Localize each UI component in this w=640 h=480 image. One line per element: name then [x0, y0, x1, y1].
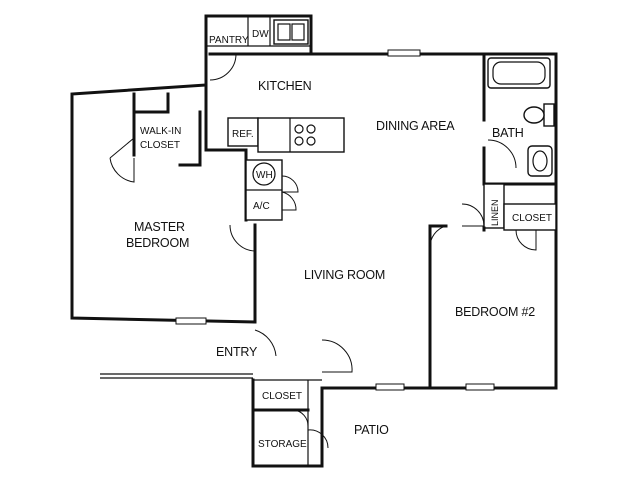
windows [175, 49, 495, 391]
label-refrigerator: REF. [232, 129, 254, 140]
label-closet-bedroom2: CLOSET [512, 213, 552, 224]
label-master-bedroom-1: MASTER [134, 220, 185, 234]
label-linen: LINEN [490, 199, 500, 226]
label-dishwasher: DW [252, 29, 269, 40]
door-swings [109, 53, 537, 449]
toilet-icon [523, 103, 555, 127]
label-storage: STORAGE [258, 439, 307, 450]
bathtub-icon [487, 57, 551, 89]
label-walk-in-closet-1: WALK-IN [140, 126, 181, 137]
label-entry: ENTRY [216, 345, 258, 359]
label-pantry: PANTRY [209, 35, 249, 46]
label-master-bedroom-2: BEDROOM [126, 236, 189, 250]
label-bath: BATH [492, 126, 524, 140]
label-living-room: LIVING ROOM [304, 268, 385, 282]
water-heater-icon [252, 162, 276, 186]
label-patio: PATIO [354, 423, 389, 437]
double-sink-icon [273, 19, 309, 45]
label-air-conditioner: A/C [253, 201, 270, 212]
lavatory-icon [527, 145, 553, 177]
cooktop-icon [294, 124, 316, 146]
label-bedroom-2: BEDROOM #2 [455, 305, 535, 319]
label-closet-entry: CLOSET [262, 391, 302, 402]
label-dining-area: DINING AREA [376, 119, 455, 133]
label-walk-in-closet-2: CLOSET [140, 140, 180, 151]
label-water-heater: WH [256, 170, 273, 181]
interior-walls [132, 16, 558, 466]
label-kitchen: KITCHEN [258, 79, 312, 93]
